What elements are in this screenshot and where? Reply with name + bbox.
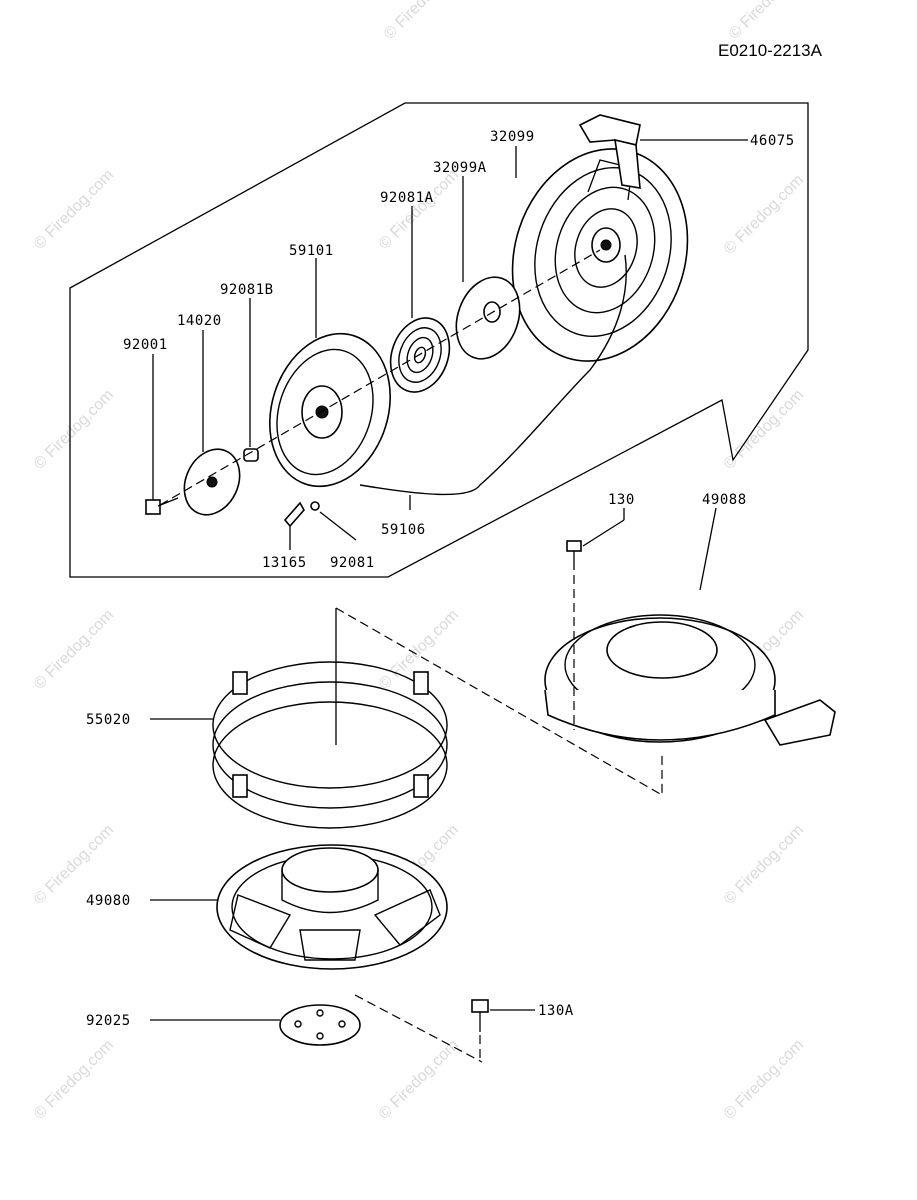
ratchet-14020 xyxy=(183,448,241,516)
callout-92081A: 92081A xyxy=(380,190,434,206)
watermark: © Firedog.com xyxy=(726,0,812,43)
watermark: © Firedog.com xyxy=(31,606,117,692)
guide-13165 xyxy=(283,501,305,528)
callout-92081B: 92081B xyxy=(220,282,274,298)
watermark: © Firedog.com xyxy=(721,821,807,907)
plate-92025 xyxy=(279,1004,361,1046)
spring-92081B xyxy=(243,448,259,462)
watermark: © Firedog.com xyxy=(31,1036,117,1122)
watermark: © Firedog.com xyxy=(31,166,117,252)
callout-14020: 14020 xyxy=(177,313,222,329)
plate-axis xyxy=(354,994,483,1063)
diagram-code: E0210-2213A xyxy=(718,41,823,60)
callout-32099A: 32099A xyxy=(433,160,487,176)
watermark: © Firedog.com xyxy=(376,166,462,252)
band-55020 xyxy=(212,661,448,829)
assembly-frame xyxy=(69,102,809,578)
callout-130: 130 xyxy=(608,492,635,508)
callout-59101: 59101 xyxy=(289,243,334,259)
callout-59106: 59106 xyxy=(381,522,426,538)
recoil-case-32099 xyxy=(511,148,689,362)
bolt-130A xyxy=(471,999,489,1032)
handle-46075 xyxy=(578,114,641,189)
rope-59106 xyxy=(359,254,627,496)
callout-32099: 32099 xyxy=(490,129,535,145)
watermark: © Firedog.com xyxy=(721,1036,807,1122)
spring-92081 xyxy=(310,501,320,511)
bolt-92001 xyxy=(145,497,179,515)
callout-46075: 46075 xyxy=(750,133,795,149)
reel-59101 xyxy=(269,332,391,488)
watermark: © Firedog.com xyxy=(31,386,117,472)
callout-92001: 92001 xyxy=(123,337,168,353)
callout-55020: 55020 xyxy=(86,712,131,728)
watermark: © Firedog.com xyxy=(721,171,807,257)
callout-49080: 49080 xyxy=(86,893,131,909)
assembly-axis xyxy=(159,249,601,506)
watermark: © Firedog.com xyxy=(381,0,467,43)
watermark-layer: © Firedog.com © Firedog.com © Firedog.co… xyxy=(31,0,812,1123)
callout-49088: 49088 xyxy=(702,492,747,508)
leader-lines xyxy=(150,139,748,1021)
callout-13165: 13165 xyxy=(262,555,307,571)
callout-92081: 92081 xyxy=(330,555,375,571)
callout-92025: 92025 xyxy=(86,1013,131,1029)
starter-cover-49088 xyxy=(544,614,836,746)
bolt-130 xyxy=(566,540,582,570)
watermark: © Firedog.com xyxy=(376,1036,462,1122)
callout-130A: 130A xyxy=(538,1003,574,1019)
guard-49080 xyxy=(216,844,448,970)
